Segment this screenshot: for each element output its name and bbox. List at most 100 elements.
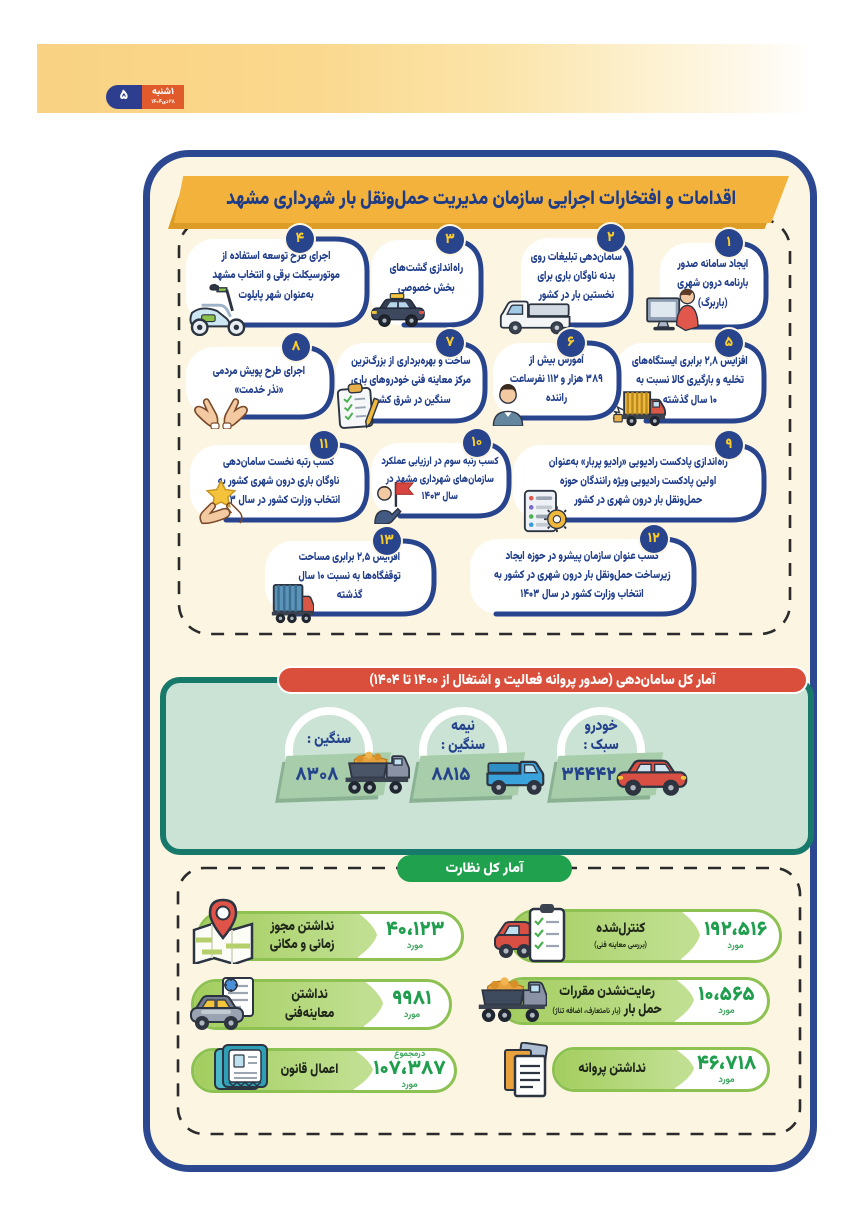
achievement-number: ۸ <box>291 336 301 358</box>
achievement-icon-wrap <box>373 480 415 525</box>
truck-checklist-icon <box>494 904 566 963</box>
stat-label: کنترل‌شده(بررسی معاینه فنی) <box>574 912 666 960</box>
car-document-icon <box>190 977 254 1030</box>
stat-label: نداشتن مجوز زمانی و مکانی <box>260 914 344 958</box>
operator-at-computer-icon <box>646 288 699 332</box>
achievement-number-badge: ۱۳ <box>373 527 401 555</box>
stat-label-main: نداشتن مجوز زمانی و مکانی <box>269 915 335 956</box>
stat-icon-wrap <box>192 898 254 966</box>
achievement-icon-wrap <box>612 388 666 428</box>
stat-pill-tip <box>681 912 700 959</box>
licensing-title: آمار کل سامان‌دهی (صدور پروانه فعالیت و … <box>369 668 716 692</box>
achievement-item: راه‌اندازی گشت‌های بخش خصوصی ۳ <box>371 226 484 328</box>
inspection-clipboard-icon <box>336 382 381 429</box>
stat-label-main: رعایت‌نشدن مقررات <box>559 980 655 1003</box>
vehicle-label: سنگین : <box>306 729 352 752</box>
achievement-number: ۵ <box>724 332 734 354</box>
achievement-item: سامان‌دهی تبلیغات روی بدنه ناوگان باری ب… <box>499 224 634 335</box>
patrol-car-icon <box>371 293 425 327</box>
achievement-text: ساخت و بهره‌برداری از بزرگ‌ترین مرکز معا… <box>350 353 471 410</box>
vehicle-icon-wrap <box>484 757 548 797</box>
stat-label: اعمال قانون <box>277 1051 342 1090</box>
stat-label-main: اعمال قانون <box>280 1059 339 1082</box>
stat-pill-tip <box>354 1051 373 1089</box>
achievement-number: ۱۰ <box>471 432 483 454</box>
achievement-item: ایجاد سامانه صدور بارنامه درون شهری (بار… <box>646 229 769 332</box>
achievement-icon-wrap <box>266 583 315 625</box>
vehicle-label: خودرو سبک : <box>583 716 619 758</box>
achievement-number-badge: ۲ <box>597 224 625 252</box>
page-date-badge: ۱شنبه ۲۸دی۱۴۰۴ <box>142 85 184 109</box>
achievement-item: افزایش ۲,۸ برابری ایستگاه‌های تخلیه و با… <box>612 329 767 427</box>
stat-icon-wrap <box>189 976 263 1032</box>
blob-outline <box>470 536 697 617</box>
achievement-icon-wrap <box>190 393 252 430</box>
stat-pill-tip <box>675 1050 694 1088</box>
page-badge: ۵ ۱شنبه ۲۸دی۱۴۰۴ <box>106 85 184 109</box>
achievement-number: ۴ <box>295 228 305 250</box>
achievement-item: راه‌اندازی پادکست رادیویی «رادیو پربار» … <box>513 431 767 533</box>
achievement-number: ۱۱ <box>319 434 329 456</box>
achievement-number: ۶ <box>567 332 575 354</box>
achievement-text: راه‌اندازی گشت‌های بخش خصوصی <box>389 260 463 298</box>
stat-label-main: نداشتن معاینه‌فنی <box>284 984 335 1025</box>
achievement-number-badge: ۴ <box>286 225 314 253</box>
stat-value: ۴۶،۷۱۸ <box>696 1047 757 1080</box>
stat-unit: مورد <box>718 1072 735 1087</box>
achievement-number-badge: ۱۲ <box>640 525 668 553</box>
stat-label-second-line: حمل بار (بار نامتعارف، اضافه تناژ) <box>552 1001 661 1019</box>
achievement-number: ۲ <box>607 227 615 249</box>
license-papers-icon <box>504 1041 548 1098</box>
achievement-number-badge: ۸ <box>282 333 310 361</box>
blob-outline <box>190 442 370 523</box>
hand-star-icon <box>199 479 243 525</box>
achievement-item: کسب رتبه سوم در ارزیابی عملکرد سازمان‌ها… <box>371 429 512 525</box>
achievement-number: ۳ <box>445 229 455 251</box>
achievement-number: ۱ <box>726 232 732 254</box>
achievement-number-badge: ۷ <box>436 329 464 357</box>
achievement-text: راه‌اندازی پادکست رادیویی «رادیو پربار» … <box>549 453 728 511</box>
achievement-text: اجرای طرح توسعه استفاده از موتورسیکلت بر… <box>212 248 341 305</box>
pickup-truck-icon <box>499 300 571 335</box>
achievement-text: ایجاد سامانه صدور بارنامه درون شهری (بار… <box>677 256 749 313</box>
stat-sublabel: (بررسی معاینه فنی) <box>594 939 647 952</box>
achievement-number-badge: ۱ <box>715 229 743 257</box>
stat-icon-wrap <box>213 1043 273 1095</box>
achievement-item: اجرای طرح توسعه استفاده از موتورسیکلت بر… <box>186 225 370 337</box>
map-pin-icon <box>192 898 254 966</box>
dump-truck-icon <box>345 751 410 794</box>
achievement-text: آموزش بیش از ۳۸۹ هزار و ۱۱۲ نفرساعت رانن… <box>509 351 603 409</box>
achievement-number: ۹ <box>725 434 733 456</box>
stat-value: ۴۰،۱۲۳ <box>385 914 445 947</box>
achievement-text: سامان‌دهی تبلیغات روی بدنه ناوگان باری ب… <box>530 248 622 306</box>
ticket-book-icon <box>214 1044 268 1090</box>
achievement-icon-wrap <box>193 479 249 525</box>
achievement-number: ۱۲ <box>647 528 661 550</box>
achievement-icon-wrap <box>498 297 576 335</box>
main-title-banner: اقدامات و افتخارات اجرایی سازمان مدیریت … <box>174 176 789 223</box>
monitoring-title: آمار کل نظارت <box>445 857 524 880</box>
achievement-text: کسب رتبه سوم در ارزیابی عملکرد سازمان‌ها… <box>381 452 499 506</box>
achievement-number-badge: ۹ <box>715 431 743 459</box>
achievement-icon-wrap <box>490 384 526 427</box>
stat-sublabel: (بار نامتعارف، اضافه تناژ) <box>552 1006 621 1018</box>
stat-value: ۱۹۲،۵۱۶ <box>704 914 767 947</box>
blob-outline <box>493 340 622 421</box>
stat-label-main: کنترل‌شده <box>596 918 645 941</box>
achievement-item: آموزش بیش از ۳۸۹ هزار و ۱۱۲ نفرساعت رانن… <box>492 329 622 427</box>
vehicle-count: ۸۸۱۵ <box>431 762 471 791</box>
stat-value: ۹۹۸۱ <box>392 982 432 1015</box>
achievement-icon-wrap <box>646 284 700 334</box>
licensing-header: آمار کل سامان‌دهی (صدور پروانه فعالیت و … <box>277 666 808 694</box>
stat-label: نداشتن معاینه‌فنی <box>269 982 351 1027</box>
stat-unit: مورد <box>407 939 423 954</box>
cargo-truck-icon <box>612 391 666 427</box>
stat-icon-wrap <box>473 976 548 1026</box>
achievement-text: افزایش ۲,۵ برابری مساحت توقفگاه‌ها به نس… <box>298 548 401 606</box>
